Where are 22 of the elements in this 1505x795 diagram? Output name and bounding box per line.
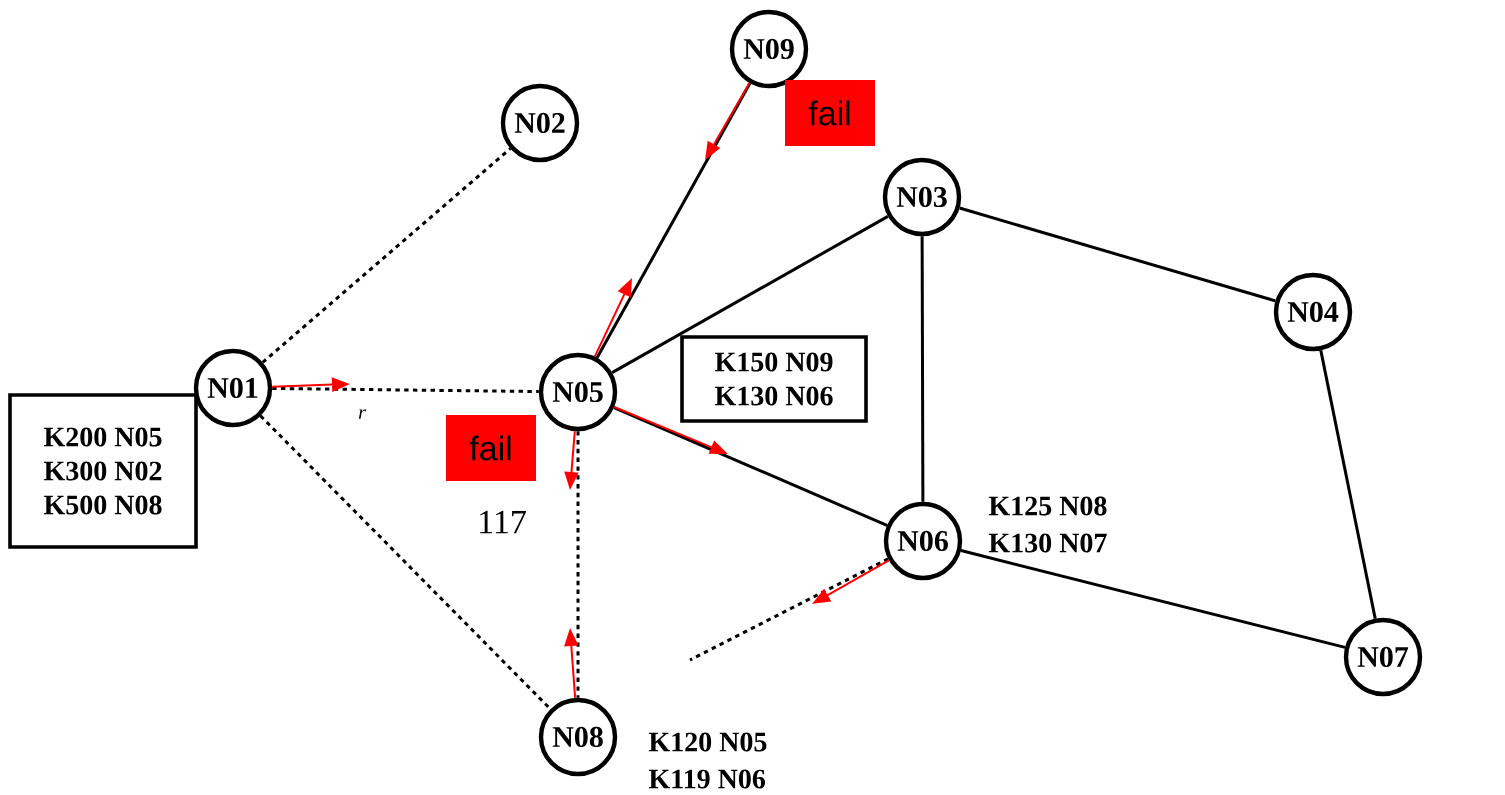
link-line [1319, 350, 1377, 619]
link-line [259, 414, 552, 711]
routing-note: K125 N08 [988, 496, 1107, 516]
routing-table-box: K150 N09 K130 N06 [680, 335, 868, 423]
note-text: 117 [480, 510, 526, 534]
routing-note: K120 N05 [648, 732, 767, 752]
link-line [959, 206, 1276, 303]
link-line [689, 557, 889, 662]
link-line [960, 549, 1346, 649]
routing-note: K119 N06 [648, 769, 765, 789]
link-line [272, 386, 539, 394]
link-line [576, 431, 580, 698]
routing-note: K130 N07 [988, 533, 1107, 553]
note-text: r [358, 409, 366, 419]
link-line [595, 82, 752, 359]
link-line [611, 215, 889, 374]
routing-table-box: K200 N05 K300 N02 K500 N08 [8, 393, 198, 549]
link-line [261, 147, 512, 364]
link-line [613, 406, 888, 527]
fail-box: fail [446, 415, 536, 481]
link-line [920, 236, 925, 502]
fail-box: fail [785, 80, 875, 146]
